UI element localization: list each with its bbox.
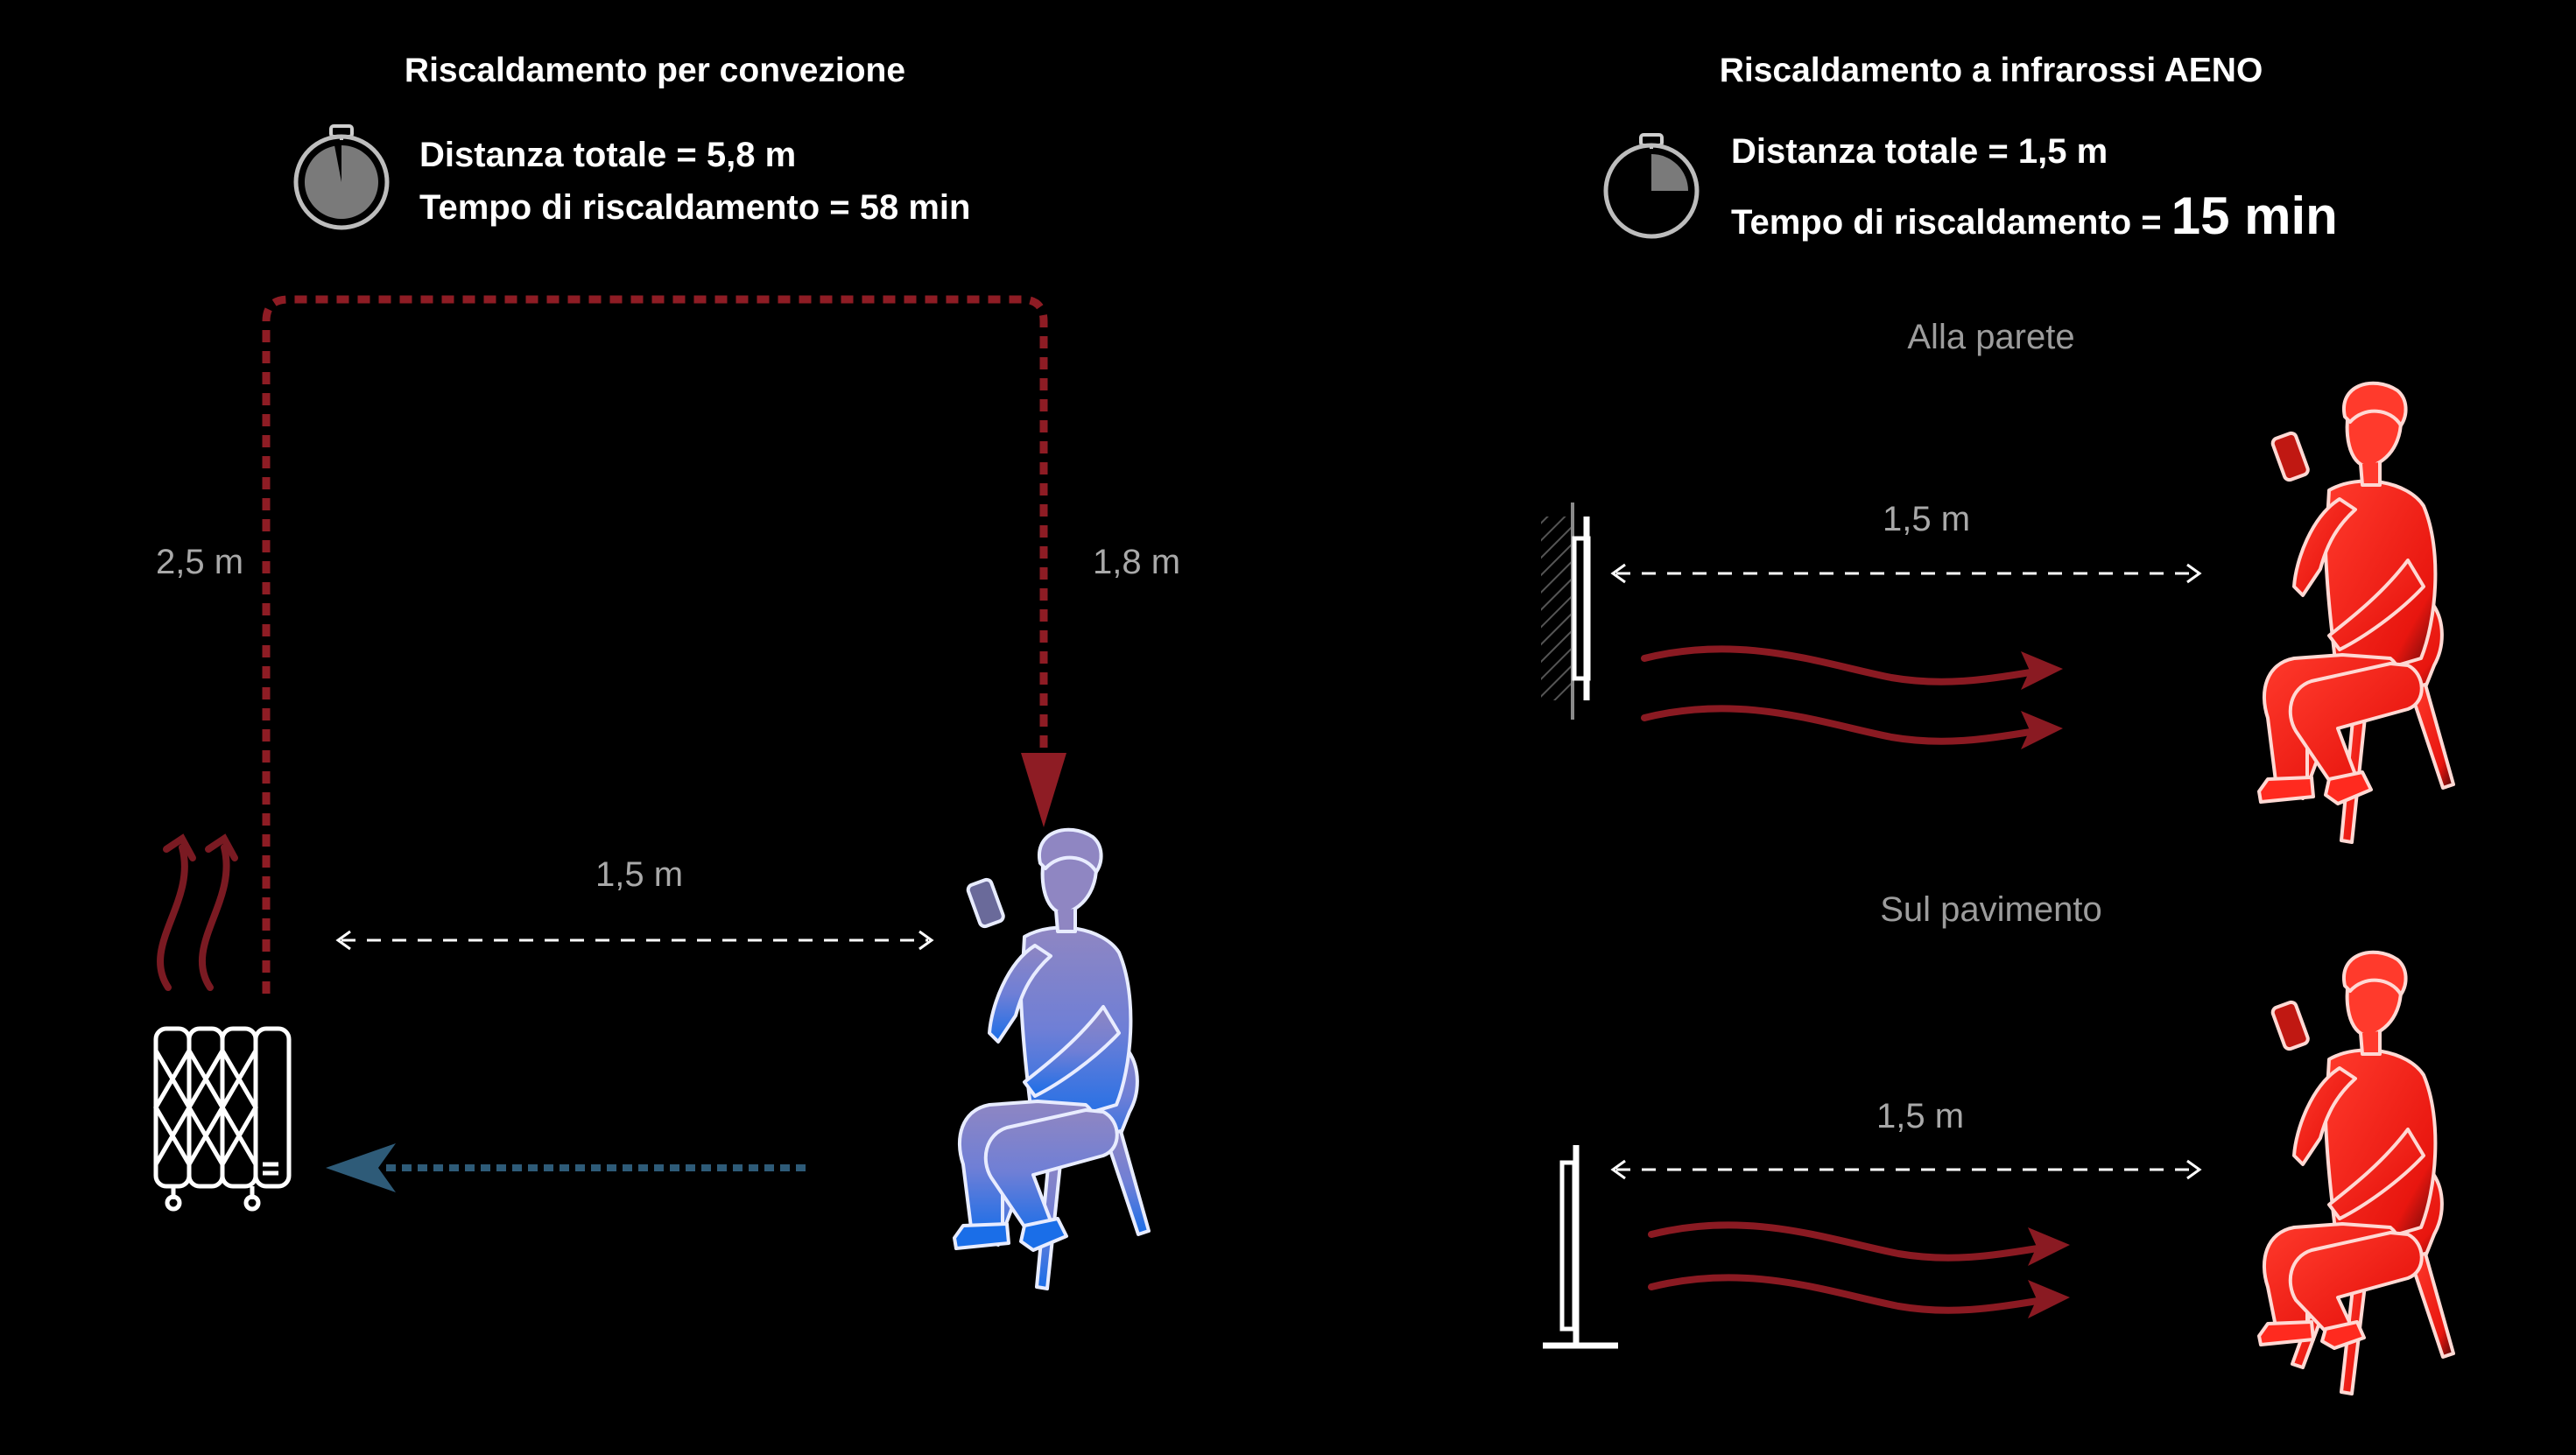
convection-distance: Distanza totale = 5,8 m bbox=[419, 136, 796, 174]
floor-heater-icon bbox=[1543, 1145, 1618, 1349]
distance-arrow bbox=[335, 930, 934, 951]
arrow-right-icon bbox=[2028, 1280, 2070, 1318]
wall-distance-label: 1,5 m bbox=[1883, 500, 1970, 538]
floor-stand-label: Sul pavimento bbox=[1880, 890, 2101, 929]
infrared-time-prefix: Tempo di riscaldamento = bbox=[1731, 203, 2171, 242]
warm-person-icon bbox=[2257, 950, 2455, 1395]
convection-title: Riscaldamento per convezione bbox=[405, 52, 905, 89]
cold-person-icon bbox=[953, 827, 1151, 1290]
infrared-title: Riscaldamento a infrarossi AENO bbox=[1720, 52, 2263, 89]
stopwatch-icon bbox=[293, 124, 390, 230]
wall-mount-label: Alla parete bbox=[1907, 318, 2074, 356]
convection-time: Tempo di riscaldamento = 58 min bbox=[419, 188, 970, 227]
infrared-panel: Riscaldamento a infrarossi AENO Distanza… bbox=[1541, 52, 2455, 1395]
stopwatch-fill bbox=[1651, 154, 1688, 191]
warm-person-icon bbox=[2257, 381, 2455, 844]
arrow-down-icon bbox=[1021, 753, 1066, 827]
rising-heat-icon bbox=[157, 833, 238, 991]
infrared-wave-icon bbox=[1641, 645, 2045, 745]
infrared-time-value: 15 min bbox=[2171, 186, 2338, 245]
segment-down-label: 1,8 m bbox=[1093, 543, 1180, 581]
arrow-right-icon bbox=[2021, 651, 2063, 690]
distance-arrow bbox=[1610, 563, 2202, 584]
distance-arrow bbox=[1610, 1159, 2202, 1180]
wall-heater-icon bbox=[1541, 503, 1591, 720]
floor-distance-label: 1,5 m bbox=[1876, 1097, 1964, 1135]
stopwatch-fill bbox=[304, 145, 378, 219]
convection-panel: Riscaldamento per convezione Distanza to… bbox=[153, 52, 1180, 1290]
infrared-time: Tempo di riscaldamento = 15 min bbox=[1731, 186, 2338, 245]
stopwatch-icon bbox=[1603, 133, 1700, 239]
radiator-icon bbox=[153, 1026, 292, 1212]
arrow-left-icon bbox=[326, 1143, 396, 1192]
infrared-wave-icon bbox=[1648, 1221, 2052, 1314]
arrow-right-icon bbox=[2028, 1227, 2070, 1266]
segment-horizontal-label: 1,5 m bbox=[595, 855, 683, 894]
convection-path bbox=[262, 295, 1048, 994]
segment-up-label: 2,5 m bbox=[156, 543, 243, 581]
arrow-right-icon bbox=[2021, 711, 2063, 749]
infrared-distance: Distanza totale = 1,5 m bbox=[1731, 132, 2108, 171]
